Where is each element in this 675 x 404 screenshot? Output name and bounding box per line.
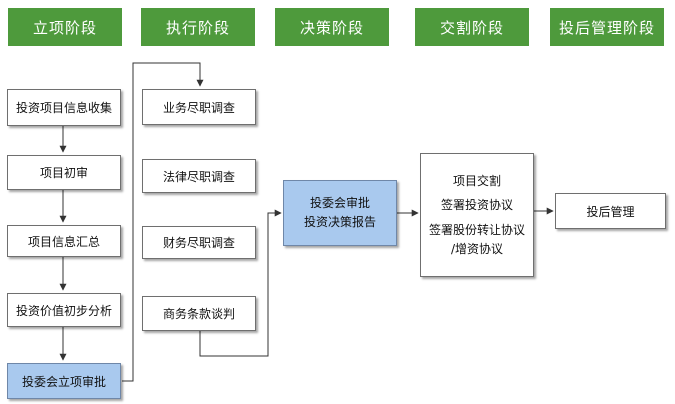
- arrow-approval-to-business-dd: [122, 62, 204, 382]
- closing-line3: 签署股份转让协议: [428, 223, 525, 237]
- node-value-analysis: 投资价值初步分析: [7, 293, 121, 327]
- stage-header-execution: 执行阶段: [141, 8, 255, 46]
- decision-review-line2: 投资决策报告: [303, 215, 376, 229]
- stage-header-closing: 交割阶段: [415, 8, 529, 46]
- arrow-negotiation-to-decision: [199, 209, 282, 357]
- closing-line2: 签署投资协议: [440, 198, 513, 213]
- decision-review-line1: 投委会审批: [309, 196, 370, 211]
- node-committee-approval: 投委会立项审批: [7, 363, 121, 399]
- node-financial-dd: 财务尽职调查: [142, 226, 256, 259]
- node-terms-negotiation: 商务条款谈判: [142, 296, 256, 331]
- node-business-dd: 业务尽职调查: [142, 89, 256, 125]
- node-info-summary: 项目信息汇总: [7, 225, 121, 257]
- node-info-collection: 投资项目信息收集: [7, 89, 121, 126]
- closing-line4: /增资协议: [450, 241, 504, 256]
- stage-header-decision: 决策阶段: [275, 8, 389, 46]
- closing-line1: 项目交割: [452, 173, 501, 188]
- node-initial-review: 项目初审: [7, 155, 121, 190]
- stage-header-post: 投后管理阶段: [550, 8, 664, 46]
- stage-header-initiation: 立项阶段: [8, 8, 122, 46]
- node-post-management: 投后管理: [555, 193, 666, 229]
- node-closing: 项目交割 签署投资协议 签署股份转让协议 /增资协议: [420, 153, 534, 277]
- node-decision-review: 投委会审批 投资决策报告: [283, 180, 397, 246]
- node-legal-dd: 法律尽职调查: [142, 159, 256, 193]
